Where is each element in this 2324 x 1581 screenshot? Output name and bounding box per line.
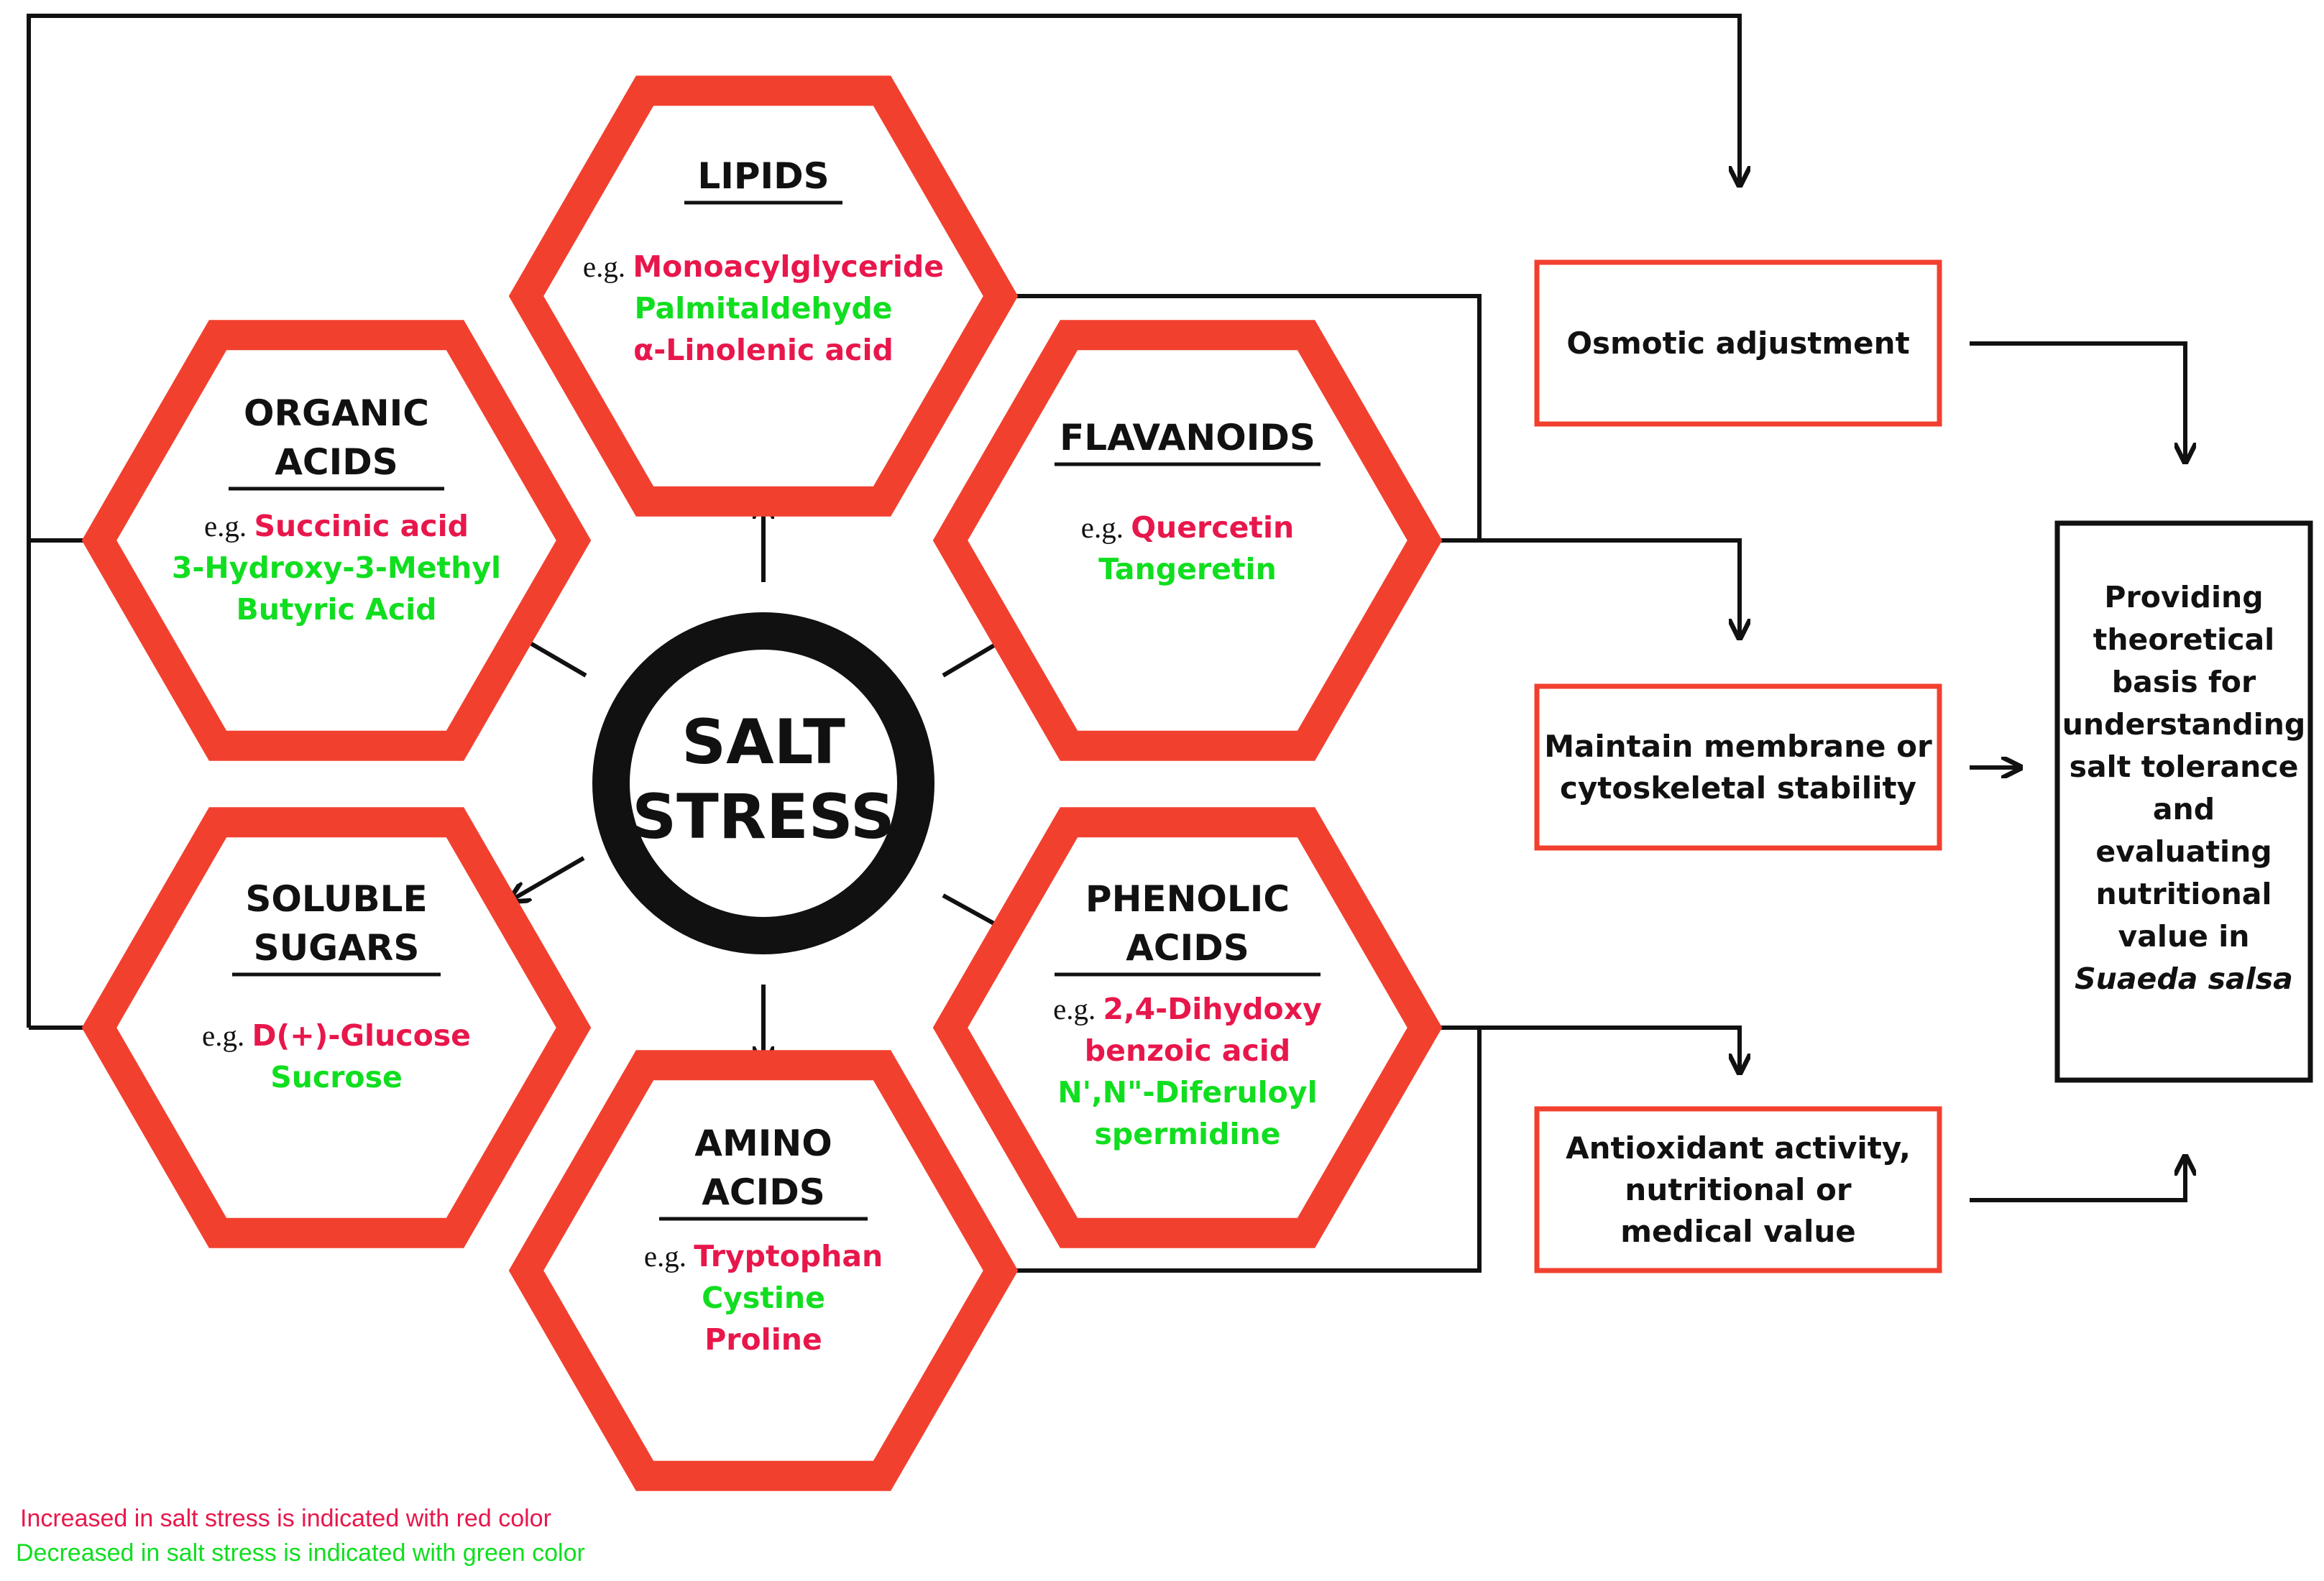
example-line-flavanoids: Tangeretin [1098, 552, 1277, 586]
hexagon-title-phenolic-acids: ACIDS [1126, 927, 1249, 969]
arrow-to-soluble-sugars [512, 856, 585, 900]
example-line-phenolic-acids: spermidine [1095, 1117, 1281, 1151]
legend: Increased in salt stress is indicated wi… [16, 1505, 585, 1567]
hexagon-title-phenolic-acids: PHENOLIC [1085, 878, 1290, 920]
outcome-text-antioxidant: nutritional or [1625, 1172, 1851, 1207]
hexagon-text-layer: LIPIDS e.g. MonoacylglyceridePalmitaldehy… [172, 155, 1322, 1357]
connector-osmotic-conclusion [1970, 341, 2185, 460]
example-line-amino-acids: Cystine [702, 1281, 825, 1315]
example-item-decreased: Cystine [702, 1281, 825, 1315]
example-item-decreased: N',N"-Diferuloyl [1057, 1075, 1317, 1110]
conclusion-text-line: Providing [2104, 580, 2263, 614]
example-item-increased: Proline [704, 1322, 822, 1357]
conclusion-species: Suaeda salsa [2075, 962, 2293, 996]
hexagon-title-lipids: LIPIDS [697, 155, 829, 197]
example-line-lipids: Palmitaldehyde [635, 291, 893, 326]
example-item-decreased: Tangeretin [1098, 552, 1277, 586]
example-item-increased: D(+)-Glucose [252, 1018, 470, 1053]
outcome-text-antioxidant: Antioxidant activity, [1566, 1130, 1911, 1166]
example-item-increased: Succinic acid [254, 509, 469, 543]
example-item-decreased: 3-Hydroxy-3-Methyl [172, 550, 501, 585]
membrane-box [1534, 683, 1942, 851]
example-item-increased: benzoic acid [1085, 1033, 1290, 1068]
conclusion-text-line: basis for [2112, 665, 2256, 699]
example-line-phenolic-acids: e.g. 2,4-Dihydoxy [1053, 992, 1322, 1026]
antioxidant-box [1534, 1106, 1942, 1273]
hexagon-soluble-sugars [81, 807, 592, 1248]
example-item-decreased: Sucrose [270, 1060, 403, 1094]
example-line-lipids: α-Linolenic acid [633, 333, 894, 367]
osmotic-box [1534, 259, 1942, 427]
center-label-line1: SALT [681, 706, 845, 778]
hexagon-title-soluble-sugars: SUGARS [254, 927, 420, 969]
hexagon-title-amino-acids: AMINO [694, 1123, 832, 1164]
example-prefix: e.g. [202, 1019, 244, 1052]
conclusion-text-line: value in [2118, 919, 2250, 954]
example-item-decreased: spermidine [1095, 1117, 1281, 1151]
example-line-phenolic-acids: N',N"-Diferuloyl [1057, 1075, 1317, 1110]
example-line-flavanoids: e.g. Quercetin [1081, 510, 1294, 545]
example-line-organic-acids: Butyric Acid [236, 592, 436, 627]
conclusion-text-line: salt tolerance [2070, 750, 2299, 784]
example-line-organic-acids: 3-Hydroxy-3-Methyl [172, 550, 501, 585]
example-line-soluble-sugars: e.g. D(+)-Glucose [202, 1018, 471, 1053]
legend-decreased: Decreased in salt stress is indicated wi… [16, 1539, 585, 1567]
salt-stress-center: SALT STRESS [592, 612, 934, 954]
conclusion-text-line: nutritional [2096, 877, 2272, 911]
hexagon-title-organic-acids: ORGANIC [244, 392, 429, 434]
example-line-amino-acids: Proline [704, 1322, 822, 1357]
example-line-organic-acids: e.g. Succinic acid [204, 509, 469, 543]
example-item-increased: 2,4-Dihydoxy [1103, 992, 1322, 1026]
conclusion-text-layer: Providing theoretical basis for understandi… [2062, 580, 2306, 996]
hexagon-layer [81, 75, 1443, 1491]
example-line-phenolic-acids: benzoic acid [1085, 1033, 1290, 1068]
connector-flavanoids-membrane [1427, 538, 1740, 636]
hexagon-organic-acids [81, 320, 592, 761]
conclusion-box [2054, 520, 2313, 1083]
example-line-amino-acids: e.g. Tryptophan [644, 1239, 883, 1273]
example-line-soluble-sugars: Sucrose [270, 1060, 403, 1094]
example-item-increased: Tryptophan [694, 1239, 883, 1273]
example-prefix: e.g. [644, 1240, 686, 1273]
hexagon-title-amino-acids: ACIDS [702, 1171, 825, 1213]
hexagon-amino-acids [508, 1050, 1019, 1491]
outcome-layer [1534, 259, 1942, 1273]
example-line-lipids: e.g. Monoacylglyceride [583, 249, 944, 284]
connector-lipids-right [988, 294, 1482, 540]
conclusion-text-line: theoretical [2093, 622, 2274, 657]
example-item-increased: α-Linolenic acid [633, 333, 894, 367]
hexagon-flavanoids [932, 320, 1443, 761]
center-label-line2: STRESS [632, 781, 895, 853]
connector-phenolic-antioxidant [1427, 1025, 1740, 1071]
example-prefix: e.g. [204, 510, 247, 543]
example-item-decreased: Butyric Acid [236, 592, 436, 627]
conclusion-text-line: evaluating [2095, 834, 2272, 869]
connector-left-frame [27, 14, 1740, 543]
example-item-increased: Quercetin [1131, 510, 1294, 545]
outcome-text-antioxidant: medical value [1620, 1214, 1855, 1249]
outcome-text-osmotic: Osmotic adjustment [1566, 326, 1909, 361]
connector-lines [27, 14, 2185, 1273]
example-item-increased: Monoacylglyceride [633, 249, 944, 284]
connector-amino-right [988, 1028, 1482, 1273]
hexagon-lipids [508, 75, 1019, 517]
conclusion-text-line: understanding [2062, 707, 2306, 742]
hexagon-title-flavanoids: FLAVANOIDS [1060, 417, 1315, 458]
outcome-text-membrane: cytoskeletal stability [1560, 770, 1916, 806]
example-prefix: e.g. [1053, 992, 1096, 1025]
connector-antioxidant-conclusion [1970, 1158, 2185, 1202]
legend-increased: Increased in salt stress is indicated wi… [20, 1505, 551, 1532]
hexagon-title-organic-acids: ACIDS [275, 441, 398, 483]
center-disc [630, 650, 897, 917]
example-item-decreased: Palmitaldehyde [635, 291, 893, 326]
hexagon-title-soluble-sugars: SOLUBLE [245, 878, 427, 920]
example-prefix: e.g. [583, 250, 625, 283]
outcome-text-membrane: Maintain membrane or [1544, 729, 1932, 764]
conclusion-text-line: and [2153, 792, 2215, 826]
example-prefix: e.g. [1081, 511, 1124, 544]
hexagon-phenolic-acids [932, 807, 1443, 1248]
